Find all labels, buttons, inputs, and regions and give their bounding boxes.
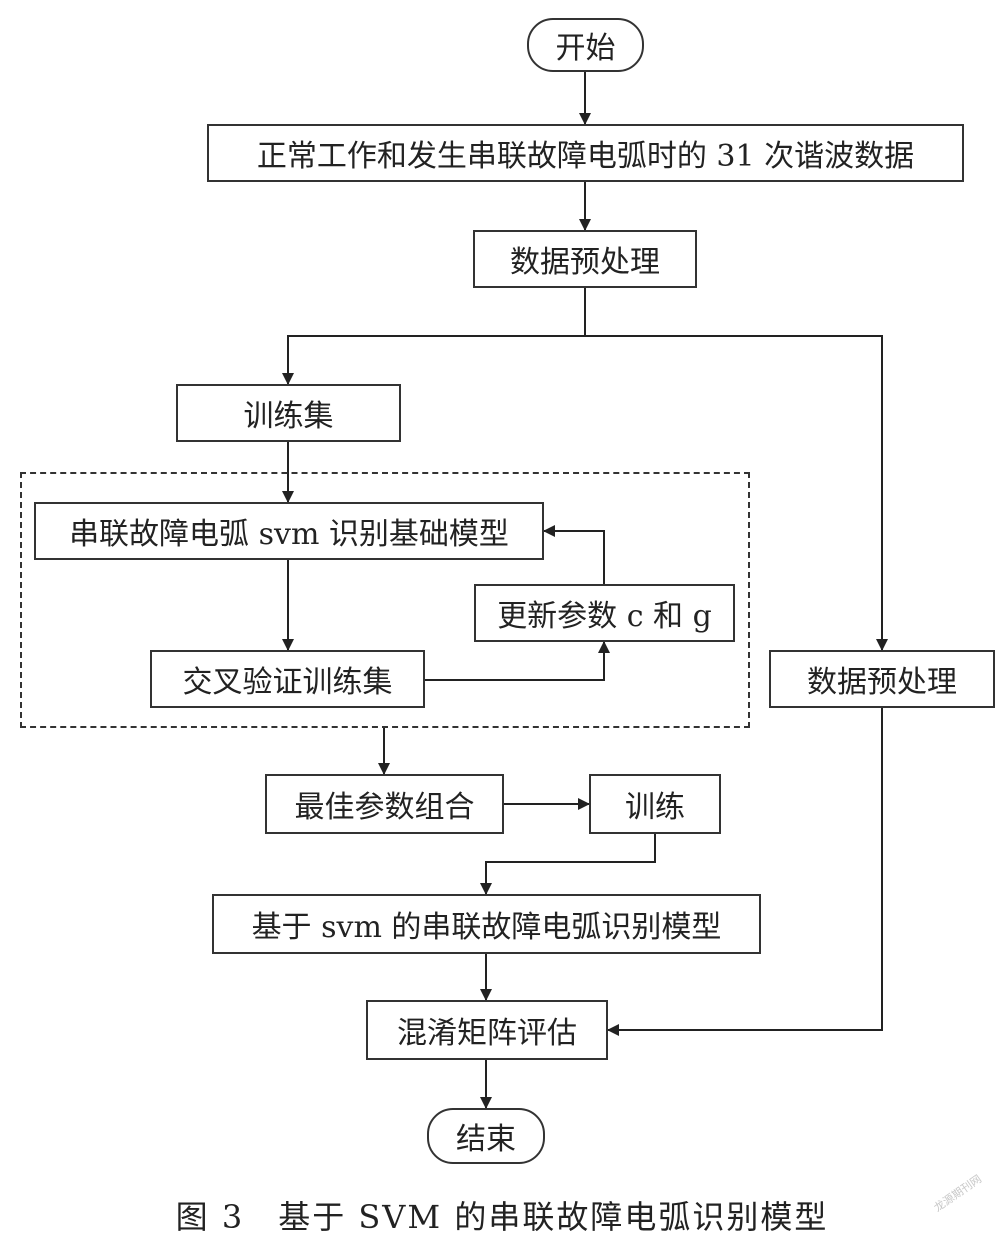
arrow-update-to-basemodel (543, 525, 605, 584)
harmonic-data-node: 正常工作和发生串联故障电弧时的 31 次谐波数据 (207, 124, 964, 182)
arrow-train-to-finalmodel (480, 834, 656, 895)
final-model-node: 基于 svm 的串联故障电弧识别模型 (212, 894, 761, 954)
preprocess-node: 数据预处理 (473, 230, 697, 288)
arrow-preprocess-to-trainset (282, 288, 586, 385)
train-node: 训练 (589, 774, 721, 834)
training-set-node: 训练集 (176, 384, 401, 442)
arrow-crossval-to-update (425, 641, 610, 681)
start-node: 开始 (527, 18, 644, 72)
end-node: 结束 (427, 1108, 545, 1164)
parameter-optimization-region (20, 472, 750, 728)
best-params-node: 最佳参数组合 (265, 774, 504, 834)
arrow-preprocess2-to-eval (607, 708, 883, 1036)
cross-validation-node: 交叉验证训练集 (150, 650, 425, 708)
confusion-matrix-node: 混淆矩阵评估 (366, 1000, 608, 1060)
arrow-preprocess-to-preprocess2 (585, 335, 888, 651)
base-model-node: 串联故障电弧 svm 识别基础模型 (34, 502, 544, 560)
preprocess-node-2: 数据预处理 (769, 650, 995, 708)
update-params-node: 更新参数 c 和 g (474, 584, 735, 642)
figure-caption: 图 3 基于 SVM 的串联故障电弧识别模型 (175, 1198, 829, 1236)
